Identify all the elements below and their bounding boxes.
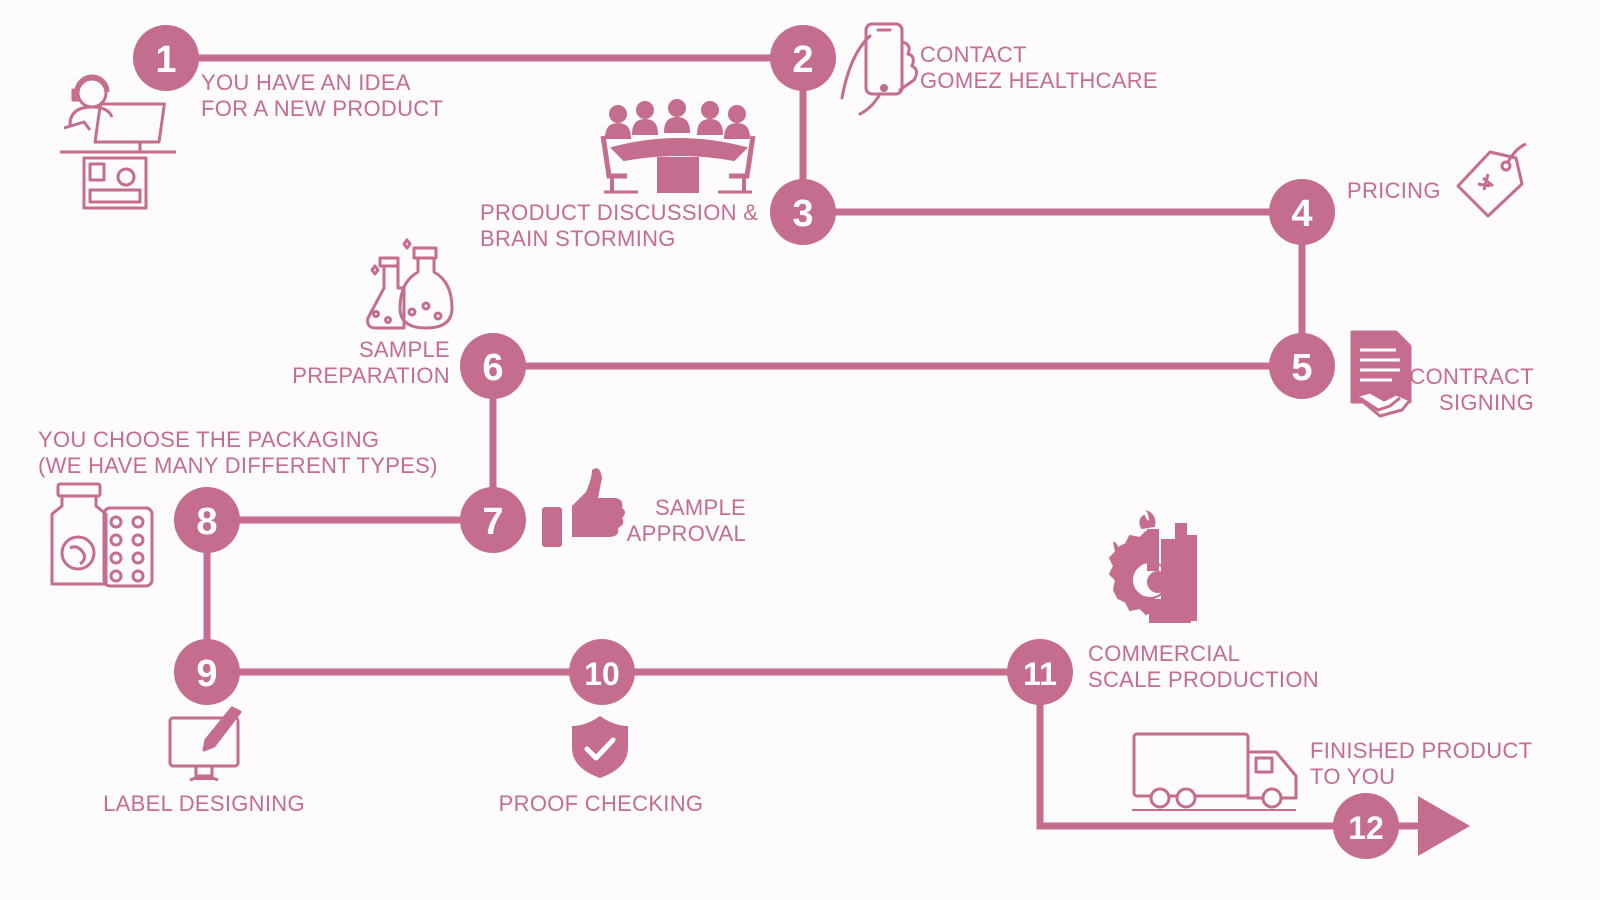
contract-handshake-icon bbox=[1350, 330, 1412, 418]
step-number: 12 bbox=[1348, 810, 1384, 846]
person-at-computer-icon bbox=[60, 74, 176, 210]
factory-gear-icon bbox=[1108, 509, 1197, 623]
step-number: 6 bbox=[482, 347, 503, 389]
step-label-line: BRAIN STORMING bbox=[480, 226, 676, 251]
end-arrow bbox=[1418, 796, 1470, 856]
step-label-2: CONTACT GOMEZ HEALTHCARE bbox=[920, 42, 1158, 94]
step-number: 4 bbox=[1291, 193, 1312, 235]
meeting-table-icon bbox=[600, 99, 756, 194]
step-number: 3 bbox=[792, 193, 813, 235]
step-label-line: FOR A NEW PRODUCT bbox=[201, 96, 444, 121]
step-node-12: 12 bbox=[1333, 793, 1399, 859]
step-number: 7 bbox=[482, 501, 503, 543]
shield-check-icon bbox=[572, 716, 628, 778]
step-label-7: SAMPLE APPROVAL bbox=[627, 495, 746, 547]
flasks-icon bbox=[366, 238, 454, 330]
step-number: 8 bbox=[196, 501, 217, 543]
step-label-line: CONTACT bbox=[920, 42, 1027, 67]
step-node-2: 2 bbox=[770, 25, 836, 91]
step-label-6: SAMPLE PREPARATION bbox=[292, 337, 450, 389]
step-label-line: FINISHED PRODUCT bbox=[1310, 738, 1533, 763]
step-number: 1 bbox=[155, 39, 176, 81]
delivery-truck-icon bbox=[1132, 732, 1298, 811]
step-label-line: PREPARATION bbox=[292, 363, 450, 388]
step-label-5: CONTRACT SIGNING bbox=[1409, 364, 1534, 416]
step-node-10: 10 bbox=[569, 639, 635, 705]
price-tag-icon bbox=[1456, 142, 1527, 218]
step-label-line: COMMERCIAL bbox=[1088, 641, 1241, 666]
step-label-line: GOMEZ HEALTHCARE bbox=[920, 68, 1158, 93]
step-node-11: 11 bbox=[1007, 639, 1073, 705]
step-label-3: PRODUCT DISCUSSION & BRAIN STORMING bbox=[480, 200, 758, 252]
step-label-12: FINISHED PRODUCT TO YOU bbox=[1310, 738, 1532, 790]
step-label-11: COMMERCIAL SCALE PRODUCTION bbox=[1088, 641, 1319, 693]
step-node-3: 3 bbox=[770, 179, 836, 245]
step-node-5: 5 bbox=[1269, 333, 1335, 399]
step-label-line: PRODUCT DISCUSSION & bbox=[480, 200, 759, 225]
monitor-pen-icon bbox=[168, 706, 242, 782]
step-label-line: PRICING bbox=[1347, 178, 1441, 203]
step-label-line: SIGNING bbox=[1439, 390, 1534, 415]
step-label-9: LABEL DESIGNING bbox=[84, 791, 324, 817]
step-node-1: 1 bbox=[133, 25, 199, 91]
step-label-4: PRICING bbox=[1347, 178, 1441, 204]
step-number: 5 bbox=[1291, 347, 1312, 389]
step-label-line: TO YOU bbox=[1310, 764, 1396, 789]
step-number: 10 bbox=[584, 656, 620, 692]
step-label-line: CONTRACT bbox=[1409, 364, 1534, 389]
step-label-line: SAMPLE bbox=[654, 495, 746, 520]
step-node-8: 8 bbox=[174, 487, 240, 553]
thumbs-up-icon bbox=[542, 468, 625, 547]
step-label-line: (WE HAVE MANY DIFFERENT TYPES) bbox=[38, 453, 438, 478]
step-label-10: PROOF CHECKING bbox=[476, 791, 726, 817]
step-label-8: YOU CHOOSE THE PACKAGING (WE HAVE MANY D… bbox=[38, 427, 438, 479]
phone-in-hand-icon bbox=[840, 22, 919, 116]
step-node-9: 9 bbox=[174, 639, 240, 705]
step-label-line: PROOF CHECKING bbox=[498, 791, 704, 816]
step-node-4: 4 bbox=[1269, 179, 1335, 245]
step-label-line: SCALE PRODUCTION bbox=[1088, 667, 1319, 692]
step-number: 2 bbox=[792, 39, 813, 81]
step-label-line: YOU CHOOSE THE PACKAGING bbox=[38, 427, 380, 452]
step-label-line: YOU HAVE AN IDEA bbox=[201, 70, 411, 95]
step-node-6: 6 bbox=[460, 333, 526, 399]
step-label-1: YOU HAVE AN IDEA FOR A NEW PRODUCT bbox=[201, 70, 443, 122]
step-number: 9 bbox=[196, 653, 217, 695]
step-label-line: APPROVAL bbox=[626, 521, 746, 546]
bottle-and-blister-icon bbox=[50, 482, 154, 588]
step-node-7: 7 bbox=[460, 487, 526, 553]
step-number: 11 bbox=[1023, 656, 1057, 692]
step-label-line: SAMPLE bbox=[358, 337, 450, 362]
step-label-line: LABEL DESIGNING bbox=[103, 791, 305, 816]
